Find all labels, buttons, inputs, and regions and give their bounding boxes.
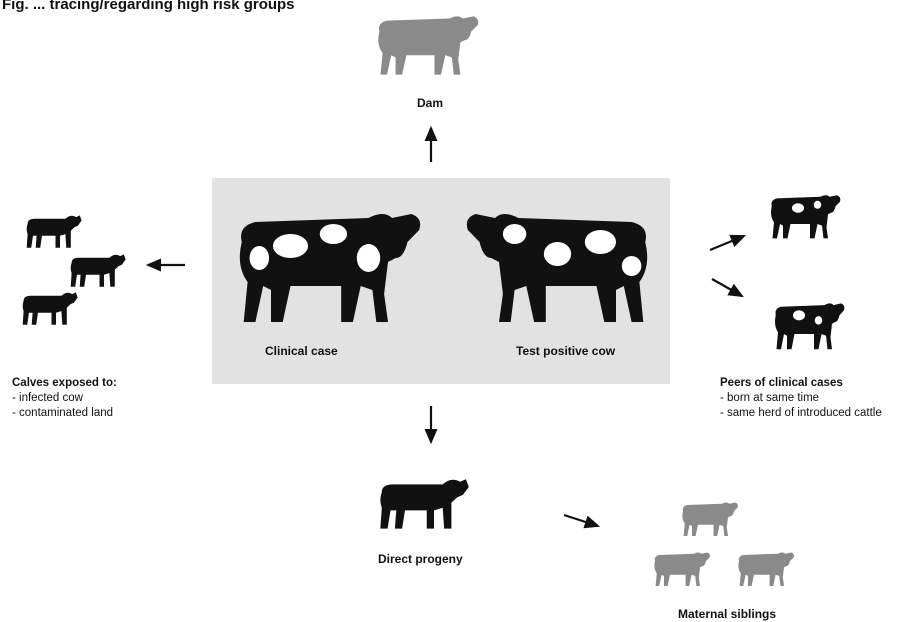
test-positive-label: Test positive cow	[516, 344, 616, 358]
calf-icon-1	[26, 215, 82, 248]
sibling-cow-icon-1	[682, 502, 738, 536]
sibling-cow-icon-3	[738, 552, 794, 586]
peers-text: Peers of clinical cases - born at same t…	[720, 376, 882, 421]
peer-cow-icon-1	[771, 195, 841, 239]
clinical-case-cow-icon	[239, 214, 421, 322]
peers-heading: Peers of clinical cases	[720, 377, 843, 389]
arrow-to-peer-top	[709, 234, 747, 252]
clinical-case-label: Clinical case	[265, 344, 338, 358]
arrow-to-peer-bottom	[711, 278, 744, 298]
calves-text: Calves exposed to: - infected cow - cont…	[12, 376, 117, 421]
calves-heading: Calves exposed to:	[12, 377, 117, 389]
calf-icon-3	[22, 292, 78, 325]
peer-cow-icon-2	[775, 303, 845, 350]
test-positive-cow-icon	[466, 214, 648, 322]
peers-item-2: - same herd of introduced cattle	[720, 407, 882, 419]
peers-item-1: - born at same time	[720, 392, 820, 404]
calves-item-1: - infected cow	[12, 392, 83, 404]
arrow-to-siblings	[563, 513, 601, 529]
sibling-cow-icon-2	[654, 552, 710, 586]
direct-progeny-label: Direct progeny	[378, 552, 463, 566]
figure-title: Fig. ... tracing/regarding high risk gro…	[2, 0, 295, 13]
direct-progeny-calf-icon	[380, 479, 469, 529]
maternal-siblings-label: Maternal siblings	[678, 607, 777, 621]
dam-cow-icon	[378, 16, 479, 75]
calf-icon-2	[70, 254, 126, 287]
calves-item-2: - contaminated land	[12, 407, 114, 419]
dam-label: Dam	[417, 96, 444, 110]
